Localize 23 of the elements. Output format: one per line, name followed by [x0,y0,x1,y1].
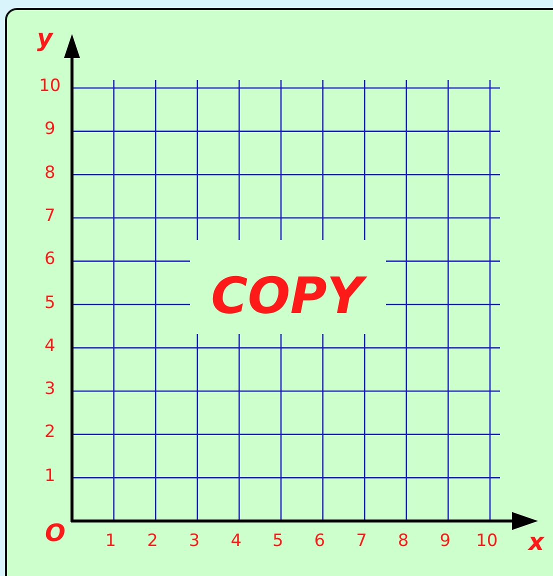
tick-label: 6 [314,531,326,551]
axis-label: x [528,529,544,555]
tick-label: 9 [440,531,451,551]
axis-label: y [37,25,53,51]
tick-label: 5 [272,531,284,551]
tick-label: 8 [44,162,56,183]
tick-label: 1 [105,531,116,551]
tick-label: 8 [398,531,409,551]
tick-label: 10 [476,531,498,551]
tick-label: 3 [188,531,200,551]
tick-label: 3 [44,379,56,400]
tick-label: 5 [44,292,56,312]
tick-label: 9 [44,119,56,140]
tick-label: 4 [230,531,242,551]
tick-label: 7 [44,206,56,226]
tick-label: 4 [44,336,56,356]
tick-label: 7 [356,531,367,551]
tick-label: 10 [39,76,61,96]
tick-label: 2 [44,422,56,442]
origin-label: O [45,520,66,546]
tick-label: 6 [44,249,56,270]
tick-label: 1 [44,466,56,486]
tick-label: 2 [147,531,158,551]
